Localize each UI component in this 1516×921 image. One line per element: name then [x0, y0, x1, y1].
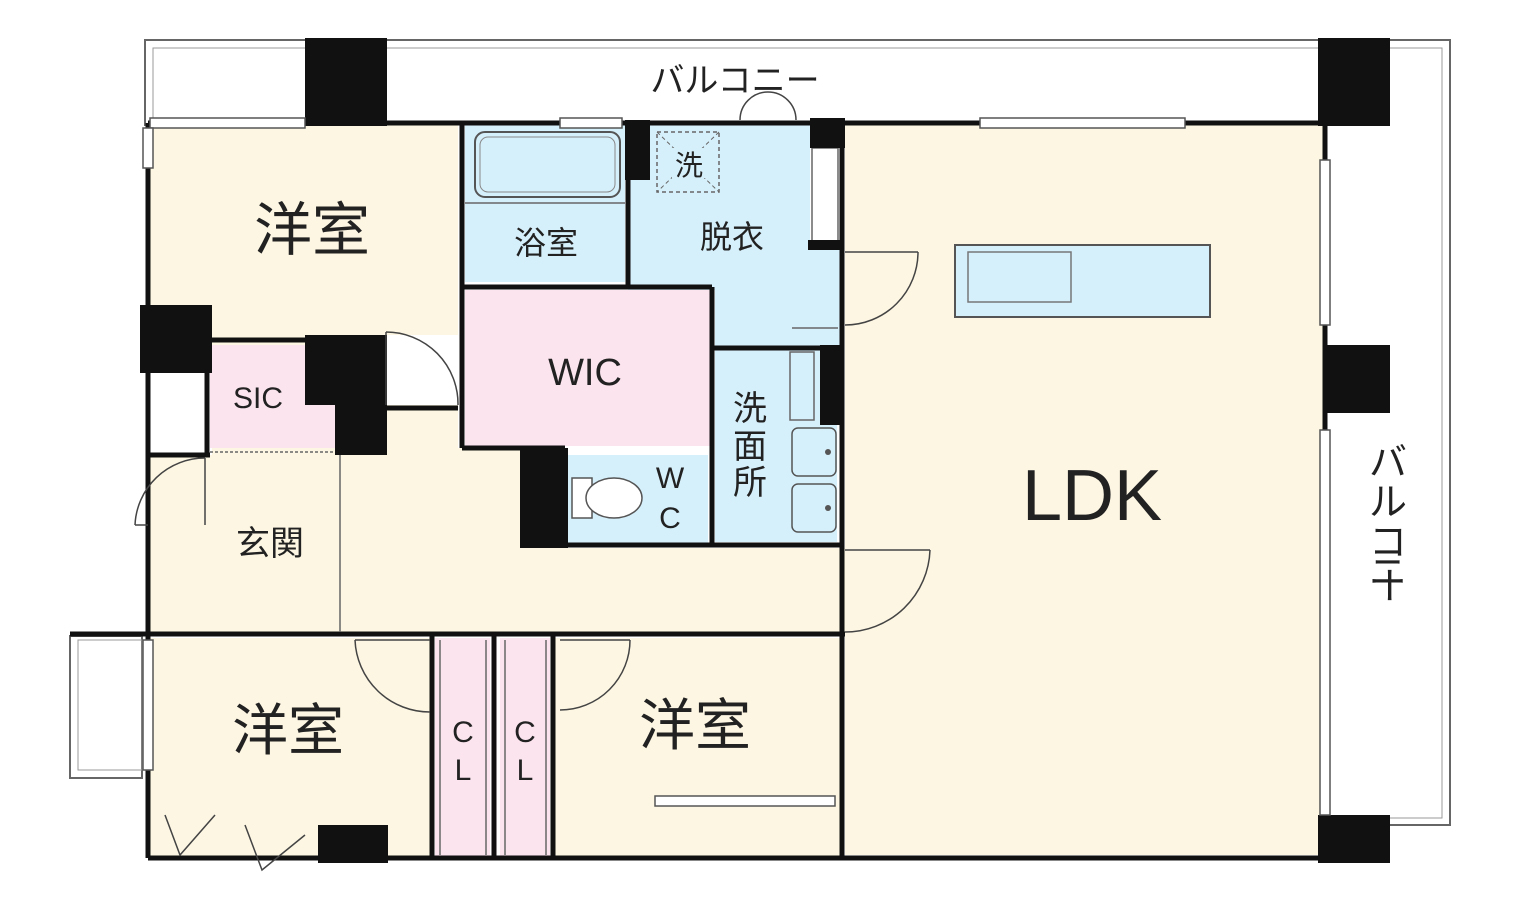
washroom-label: 洗 面 所 — [733, 389, 767, 503]
structural-columns — [140, 38, 1390, 863]
entrance-label: 玄関 — [236, 524, 304, 564]
washroom-shelf — [789, 351, 815, 421]
balcony-left-small — [69, 635, 143, 779]
washer-space — [656, 131, 720, 193]
doors — [134, 91, 931, 872]
kitchen-counter — [954, 244, 1211, 318]
ldk-label: LDK — [1022, 456, 1162, 536]
western-room-top-floor — [150, 125, 458, 310]
sic-floor — [210, 345, 335, 448]
balcony-right-char-3: コ — [1369, 520, 1407, 564]
wic-label: WIC — [548, 352, 622, 394]
wc-label: W C — [656, 462, 685, 535]
wash-basins — [791, 427, 837, 533]
balcony-right-char-5: ー — [1366, 566, 1410, 604]
hall-floor — [150, 405, 845, 632]
western-room-br-floor — [553, 638, 841, 856]
closet-right-label: C L — [514, 716, 536, 787]
dressing-label: 脱衣 — [700, 218, 764, 256]
closet-right-floor — [500, 638, 550, 856]
closet-left-floor — [435, 638, 490, 856]
balcony-right-char-1: バ — [1369, 440, 1407, 484]
wc-char-2: C — [659, 502, 681, 535]
wic-floor — [465, 290, 710, 446]
balcony-right-char-4: ニ — [1369, 550, 1407, 594]
western-room-bl-floor — [150, 638, 430, 856]
toilet — [571, 477, 643, 519]
washer-label: 洗 — [675, 149, 703, 182]
bath-label: 浴室 — [514, 224, 578, 262]
washroom-char-3: 所 — [733, 463, 767, 503]
sic-label: SIC — [233, 382, 283, 415]
closet-left-char-1: C — [452, 716, 474, 749]
western-room-bl-label: 洋室 — [232, 699, 344, 764]
closet-right-char-2: L — [517, 754, 534, 787]
washroom-char-2: 面 — [733, 427, 767, 467]
balcony-right-label: バ ル コ ニ ー — [1366, 440, 1410, 604]
wc-char-1: W — [656, 462, 685, 495]
closet-left-char-2: L — [455, 754, 472, 787]
dressing-shelf — [811, 147, 839, 243]
closet-right-char-1: C — [514, 716, 536, 749]
windows — [142, 117, 1331, 816]
balcony-right-char-2: ル — [1369, 480, 1407, 524]
balcony-top-label: バルコニー — [650, 61, 819, 101]
thin-partitions — [210, 202, 838, 855]
western-room-br-label: 洋室 — [639, 694, 751, 759]
closet-left-label: C L — [452, 716, 474, 787]
western-room-top-label: 洋室 — [254, 196, 370, 264]
washroom-char-1: 洗 — [733, 389, 767, 429]
bathtub — [474, 131, 621, 198]
